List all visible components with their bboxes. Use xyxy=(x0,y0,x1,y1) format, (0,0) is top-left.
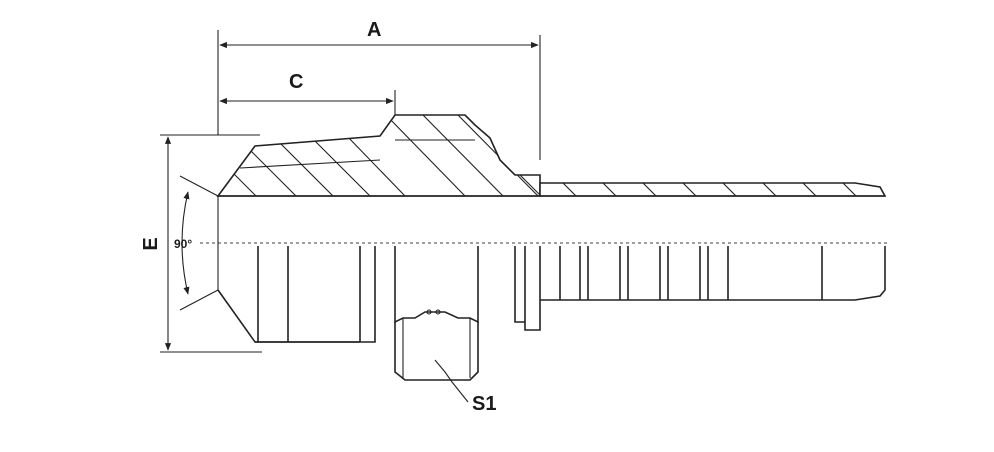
tail-hatching xyxy=(559,183,861,196)
cone-ext-lower xyxy=(179,289,219,311)
thread-crest-1 xyxy=(239,159,381,169)
s1-leader xyxy=(434,359,469,403)
collar-outline xyxy=(514,246,541,331)
dimension-a: A xyxy=(217,19,541,160)
hose-tail-profile xyxy=(539,182,887,197)
dimension-c: C xyxy=(219,71,396,118)
thread-body-outline xyxy=(217,246,376,343)
cone-angle: 90° xyxy=(174,175,219,311)
upper-section xyxy=(216,114,887,197)
hex-nut-outline xyxy=(394,246,479,324)
hex-dot-1 xyxy=(426,309,432,315)
dim-c-label: C xyxy=(289,71,303,93)
tail-bottom-outline xyxy=(540,246,886,301)
angle-arc xyxy=(181,191,190,295)
barb-grooves xyxy=(579,246,823,300)
s1-label: S1 xyxy=(472,393,496,415)
hex-nut-lower xyxy=(394,322,479,381)
thread-nut-profile xyxy=(216,114,541,197)
lower-view xyxy=(217,196,886,381)
dim-a-label: A xyxy=(367,19,381,41)
angle-label: 90° xyxy=(174,237,192,251)
s1-callout: S1 xyxy=(434,359,496,415)
dimension-e: E xyxy=(140,134,262,353)
cone-ext-upper xyxy=(179,175,219,197)
dim-e-label: E xyxy=(140,237,162,250)
hex-dot-2 xyxy=(435,309,441,315)
